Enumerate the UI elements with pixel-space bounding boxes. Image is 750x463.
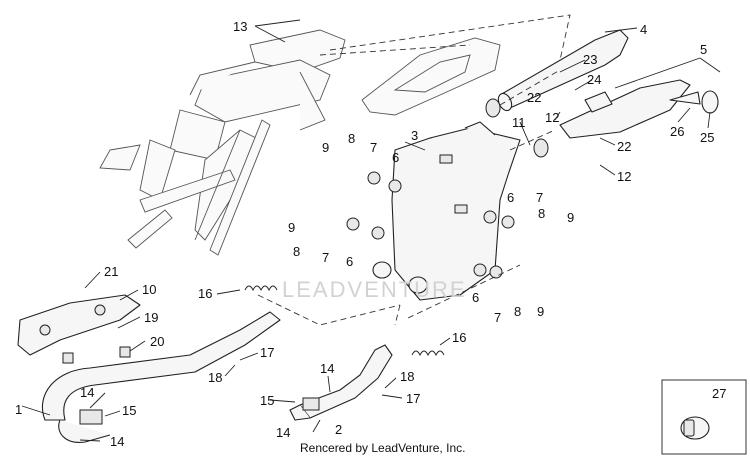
- callout-8-c: 8: [538, 206, 545, 221]
- callout-14-d: 14: [276, 425, 290, 440]
- callout-12-right: 12: [617, 169, 631, 184]
- main-muffler-3: [372, 121, 521, 301]
- header-pipe-1: [41, 311, 281, 443]
- rear-subframe: [99, 29, 346, 256]
- inset-part-27: 27: [661, 379, 747, 455]
- callout-6-a: 6: [392, 150, 399, 165]
- grommets: [346, 171, 515, 279]
- callout-16-a: 16: [198, 286, 212, 301]
- callout-6-c: 6: [507, 190, 514, 205]
- callout-6-d: 6: [472, 290, 479, 305]
- callout-2: 2: [335, 422, 342, 437]
- callout-9-a: 9: [322, 140, 329, 155]
- callout-20: 20: [150, 334, 164, 349]
- callout-13: 13: [233, 19, 247, 34]
- inset-label: 27: [712, 386, 726, 401]
- callout-21: 21: [104, 264, 118, 279]
- clips: [62, 346, 131, 364]
- callout-15-b: 15: [260, 393, 274, 408]
- callout-11: 11: [512, 115, 526, 130]
- callout-10: 10: [142, 282, 156, 297]
- callout-14-a: 14: [80, 385, 94, 400]
- springs-16: [244, 285, 445, 357]
- callout-8-a: 8: [348, 131, 355, 146]
- callout-22-right: 22: [617, 139, 631, 154]
- callout-9-c: 9: [567, 210, 574, 225]
- callout-19: 19: [144, 310, 158, 325]
- callout-6-b: 6: [346, 254, 353, 269]
- callout-23: 23: [583, 52, 597, 67]
- callout-26: 26: [670, 124, 684, 139]
- credit-text: Rencered by LeadVenture, Inc.: [300, 441, 465, 455]
- header-pipe-2: [289, 344, 393, 421]
- callout-5: 5: [700, 42, 707, 57]
- callout-7-d: 7: [494, 310, 501, 325]
- callout-8-b: 8: [293, 244, 300, 259]
- callout-1: 1: [15, 402, 22, 417]
- callout-14-c: 14: [320, 361, 334, 376]
- silencer-5: [559, 79, 719, 139]
- assembly-lines: [257, 14, 571, 326]
- gaskets-11: [485, 98, 549, 158]
- callout-3: 3: [411, 128, 418, 143]
- callout-17-a: 17: [260, 345, 274, 360]
- callout-8-d: 8: [514, 304, 521, 319]
- callout-18-b: 18: [400, 369, 414, 384]
- callout-4: 4: [640, 22, 647, 37]
- heat-shield-10: [17, 294, 141, 356]
- callout-7-c: 7: [536, 190, 543, 205]
- callout-9-b: 9: [288, 220, 295, 235]
- callout-14-b: 14: [110, 434, 124, 449]
- callout-17-b: 17: [406, 391, 420, 406]
- leader-lines: [21, 19, 721, 442]
- callout-18-a: 18: [208, 370, 222, 385]
- callouts: 13 4 5 23 24 22 12 11 26 25 22 12 3 8 7 …: [15, 19, 714, 449]
- callout-7-a: 7: [370, 140, 377, 155]
- callout-22-top: 22: [527, 90, 541, 105]
- callout-9-d: 9: [537, 304, 544, 319]
- callout-7-b: 7: [322, 250, 329, 265]
- rear-undertray: [361, 37, 501, 116]
- callout-15-a: 15: [122, 403, 136, 418]
- callout-24: 24: [587, 72, 601, 87]
- callout-25: 25: [700, 130, 714, 145]
- callout-12-top: 12: [545, 110, 559, 125]
- callout-16-b: 16: [452, 330, 466, 345]
- watermark-text: LEADVENTURE: [282, 277, 467, 302]
